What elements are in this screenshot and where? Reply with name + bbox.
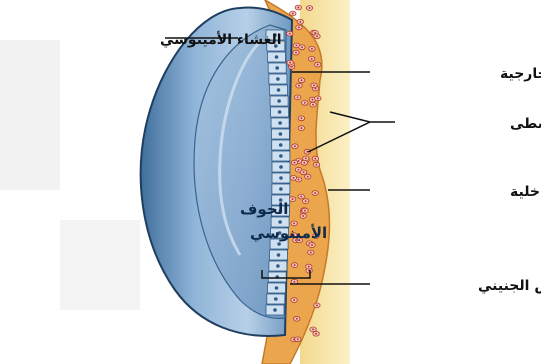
mesoderm-cell-nucleus <box>296 318 298 320</box>
mesoderm-cell-nucleus <box>295 52 297 54</box>
mesoderm-cell-nucleus <box>293 177 295 179</box>
epiblast-nucleus <box>276 264 280 268</box>
mesoderm-cell-nucleus <box>294 162 296 164</box>
mesoderm-cell-nucleus <box>301 79 303 81</box>
epiblast-nucleus <box>279 187 283 191</box>
mesoderm-cell-nucleus <box>314 158 316 160</box>
epiblast-nucleus <box>279 154 283 158</box>
mesoderm-cell-nucleus <box>298 26 300 28</box>
background-patch <box>0 40 60 190</box>
mesoderm-cell-nucleus <box>297 96 299 98</box>
mesoderm-cell-nucleus <box>289 33 291 35</box>
epiblast-nucleus <box>273 308 277 312</box>
mesoderm-cell-nucleus <box>314 192 316 194</box>
mesoderm-cell-nucleus <box>301 46 303 48</box>
mesoderm-cell-nucleus <box>297 338 299 340</box>
mesoderm-cell-nucleus <box>294 264 296 266</box>
mesoderm-cell-nucleus <box>293 281 295 283</box>
mesoderm-cell-nucleus <box>292 198 294 200</box>
mesoderm-cell-nucleus <box>313 84 315 86</box>
label-mesoderm: الوريقة الوسطى <box>510 116 541 132</box>
mesoderm-cell-nucleus <box>289 62 291 64</box>
mesoderm-cell-nucleus <box>315 164 317 166</box>
mesoderm-cell-nucleus <box>303 171 305 173</box>
mesoderm-cell-nucleus <box>312 99 314 101</box>
epiblast-nucleus <box>275 66 279 70</box>
mesoderm-cell-nucleus <box>294 145 296 147</box>
mesoderm-cell-nucleus <box>317 97 319 99</box>
epiblast-nucleus <box>275 286 279 290</box>
epiblast-nucleus <box>274 297 278 301</box>
mesoderm-cell-nucleus <box>315 333 317 335</box>
mesoderm-cell-nucleus <box>311 48 313 50</box>
background-patch <box>60 220 140 310</box>
epiblast-nucleus <box>279 132 283 136</box>
mesoderm-cell-nucleus <box>312 104 314 106</box>
mesoderm-cell-nucleus <box>292 13 294 15</box>
mesoderm-cell-nucleus <box>298 85 300 87</box>
epiblast-nucleus <box>278 110 282 114</box>
mesoderm-cell-nucleus <box>310 252 312 254</box>
mesoderm-cell-nucleus <box>303 162 305 164</box>
mesoderm-cell-nucleus <box>299 21 301 23</box>
mesoderm-cell-nucleus <box>317 64 319 66</box>
epiblast-nucleus <box>279 143 283 147</box>
epiblast-nucleus <box>279 176 283 180</box>
epiblast-nucleus <box>277 253 281 257</box>
label-amniotic-cavity-line1: الجوف <box>240 200 288 218</box>
epiblast-nucleus <box>276 77 280 81</box>
mesoderm-cell-nucleus <box>305 157 307 159</box>
mesoderm-cell-nucleus <box>311 58 313 60</box>
mesoderm-cell-nucleus <box>300 127 302 129</box>
label-amniotic-cavity-line2: الأمينوسي <box>250 224 327 242</box>
mesoderm-cell-nucleus <box>295 44 297 46</box>
label-hypoblast: الوريقة الداخلية <box>510 184 541 200</box>
label-epiblast: الوريقة الخارجية <box>500 66 541 82</box>
mesoderm-cell-nucleus <box>302 215 304 217</box>
mesoderm-cell-nucleus <box>304 102 306 104</box>
mesoderm-cell-nucleus <box>316 304 318 306</box>
mesoderm-cell-nucleus <box>307 176 309 178</box>
mesoderm-cell-nucleus <box>298 169 300 171</box>
mesoderm-cell-nucleus <box>298 179 300 181</box>
mesoderm-cell-nucleus <box>297 7 299 9</box>
epiblast-nucleus <box>278 121 282 125</box>
mesoderm-cell-nucleus <box>308 266 310 268</box>
mesoderm-cell-nucleus <box>316 35 318 37</box>
mesoderm-cell-nucleus <box>293 299 295 301</box>
mesoderm-cell-nucleus <box>300 117 302 119</box>
mesoderm-cell-nucleus <box>312 328 314 330</box>
label-amnion: الغشاء الأمينوسي <box>160 31 282 48</box>
mesoderm-cell-nucleus <box>309 7 311 9</box>
epiblast-nucleus <box>277 99 281 103</box>
epiblast-nucleus <box>277 88 281 92</box>
epiblast-nucleus <box>277 242 281 246</box>
mesoderm-cell-nucleus <box>311 244 313 246</box>
mesoderm-cell-nucleus <box>300 196 302 198</box>
label-embryonic-disc: القرص الجنيني <box>478 278 541 294</box>
epiblast-nucleus <box>279 165 283 169</box>
mesoderm-cell-nucleus <box>305 200 307 202</box>
epiblast-nucleus <box>275 55 279 59</box>
mesoderm-cell-nucleus <box>304 210 306 212</box>
